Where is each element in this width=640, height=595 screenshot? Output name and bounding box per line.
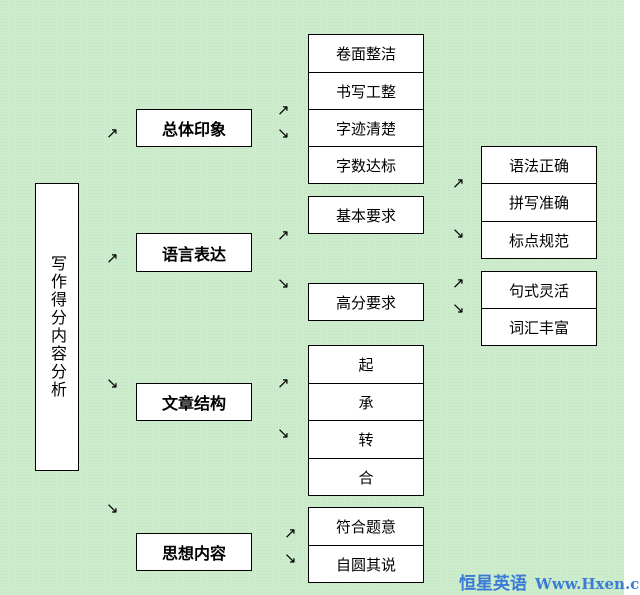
leaf-node: 书写工整 [308,72,424,110]
node-overall-impression: 总体印象 [136,109,252,147]
arrow-down-icon: ↘ [284,549,297,567]
arrow-up-icon: ↗ [452,274,465,292]
leaf-node: 合 [308,458,424,496]
leaf-node: 卷面整洁 [308,34,424,73]
watermark-url: Www.Hxen.com [535,575,640,593]
arrow-up-icon: ↗ [106,249,119,267]
root-node: 写作得分内容分析 [35,183,79,471]
leaf-node: 转 [308,420,424,459]
arrow-down-icon: ↘ [106,499,119,517]
arrow-up-icon: ↗ [277,226,290,244]
leaf-node: 承 [308,383,424,421]
leaf-node: 语法正确 [481,146,597,184]
node-content: 思想内容 [136,533,252,571]
arrow-down-icon: ↘ [277,274,290,292]
leaf-node: 标点规范 [481,221,597,259]
watermark-cn: 恒星英语 [459,574,527,594]
leaf-node: 自圆其说 [308,545,424,583]
node-advanced: 高分要求 [308,283,424,321]
arrow-down-icon: ↘ [452,224,465,242]
arrow-down-icon: ↘ [277,424,290,442]
leaf-node: 字数达标 [308,146,424,184]
arrow-down-icon: ↘ [452,299,465,317]
leaf-node: 起 [308,345,424,384]
watermark: 恒星英语 Www.Hxen.com [459,569,640,594]
arrow-up-icon: ↗ [106,124,119,142]
leaf-node: 词汇丰富 [481,308,597,346]
leaf-node: 符合题意 [308,507,424,546]
node-language: 语言表达 [136,233,252,272]
leaf-node: 句式灵活 [481,271,597,309]
node-basic: 基本要求 [308,196,424,234]
arrow-up-icon: ↗ [284,524,297,542]
node-structure: 文章结构 [136,383,252,421]
arrow-up-icon: ↗ [452,174,465,192]
arrow-down-icon: ↘ [106,374,119,392]
arrow-up-icon: ↗ [277,374,290,392]
arrow-up-icon: ↗ [277,101,290,119]
leaf-node: 拼写准确 [481,183,597,222]
leaf-node: 字迹清楚 [308,109,424,147]
arrow-down-icon: ↘ [277,124,290,142]
